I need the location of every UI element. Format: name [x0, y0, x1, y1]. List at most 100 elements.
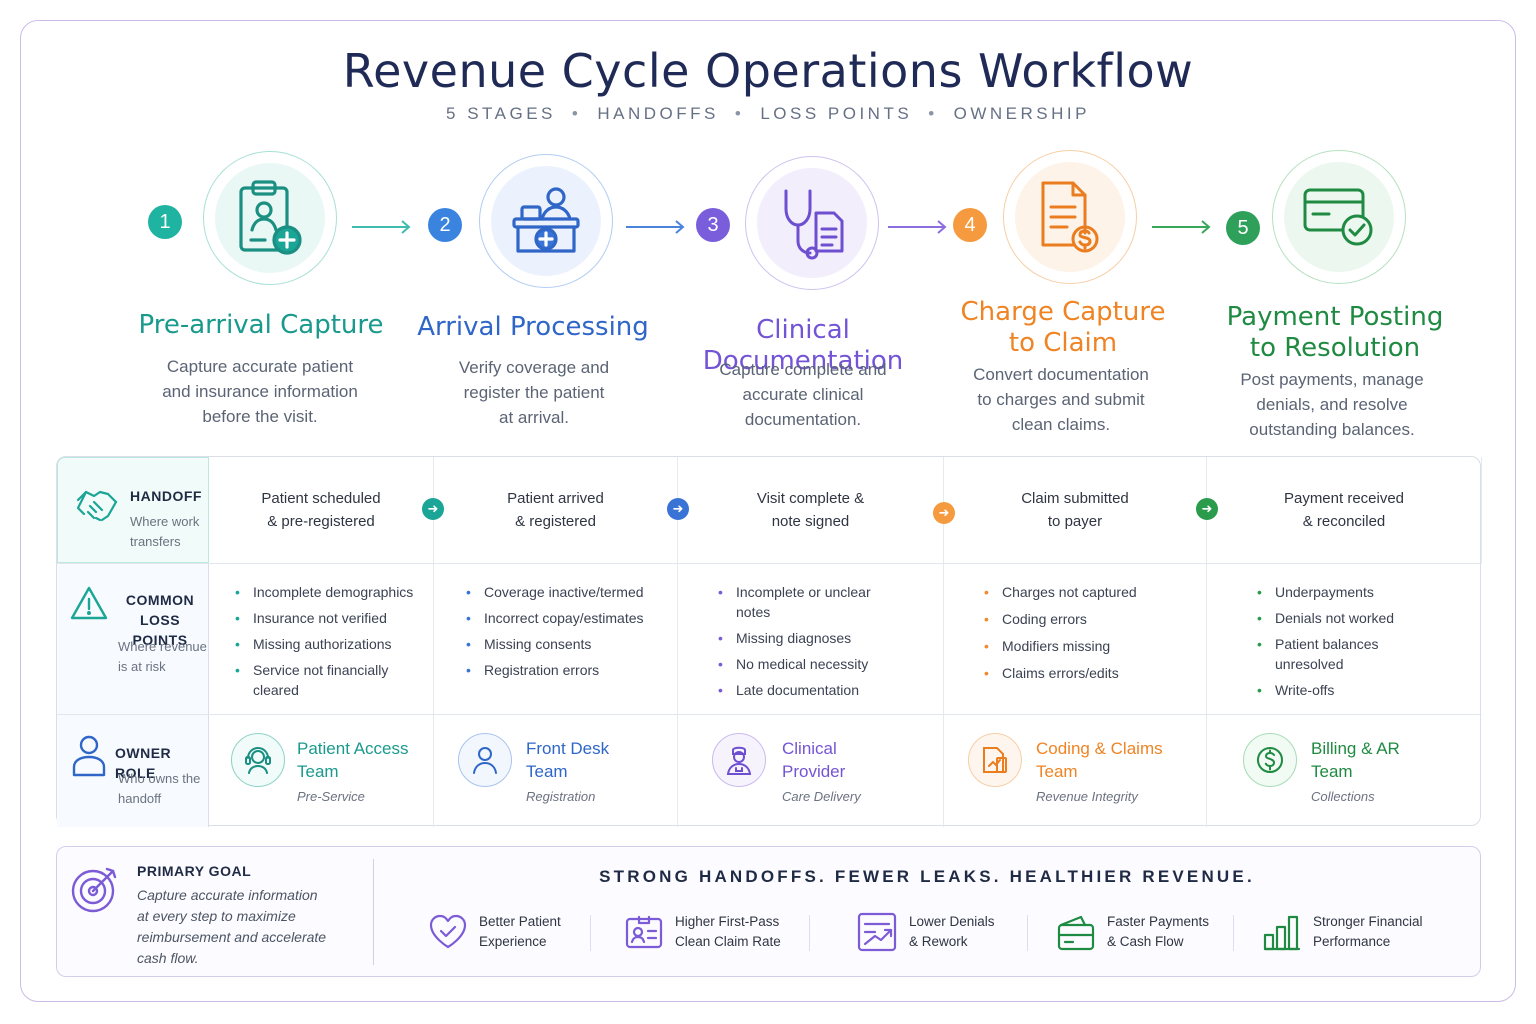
- loss-item: Denials not worked: [1257, 608, 1394, 628]
- primary-goal-title: PRIMARY GOAL: [137, 863, 252, 879]
- target-icon: [71, 867, 117, 913]
- heart-check-icon: [429, 914, 467, 949]
- handoff-cell: Patient scheduled& pre-registered: [209, 457, 434, 563]
- owner-subtitle: Care Delivery: [782, 789, 861, 804]
- loss-item: Modifiers missing: [984, 636, 1137, 657]
- primary-goal-panel: PRIMARY GOAL Capture accurate informatio…: [56, 846, 1481, 977]
- loss-item: Coding errors: [984, 609, 1137, 630]
- subtitle-item: LOSS POINTS: [760, 104, 913, 123]
- loss-points-cell: Coverage inactive/termed Incorrect copay…: [434, 564, 678, 714]
- stage-arrow-1: [352, 220, 411, 234]
- subtitle-item: 5 STAGES: [446, 104, 556, 123]
- handoff-arrow-icon: ➜: [667, 498, 689, 520]
- claim-document-icon: [968, 733, 1022, 787]
- loss-item: Charges not captured: [984, 582, 1137, 603]
- stage-2-title: Arrival Processing: [417, 312, 649, 342]
- stage-4-icon-circle: [1003, 150, 1137, 284]
- loss-item: Registration errors: [466, 660, 644, 680]
- divider: [809, 915, 810, 951]
- stage-3-title: Clinical Documentation: [702, 315, 904, 376]
- benefit-item: Lower Denials& Rework: [855, 907, 1019, 957]
- handoff-cell: Payment received& reconciled: [1207, 457, 1482, 563]
- stage-arrow-2: [626, 220, 685, 234]
- divider: [1027, 915, 1028, 951]
- owner-role-row-title: OWNER ROLE: [115, 745, 172, 781]
- stage-5-icon-circle: [1272, 150, 1406, 284]
- loss-item: Coverage inactive/termed: [466, 582, 644, 602]
- stage-arrow-3: [888, 220, 947, 234]
- loss-item: Underpayments: [1257, 582, 1394, 602]
- handoff-arrow-icon: ➜: [1196, 498, 1218, 520]
- stage-number-1: 1: [148, 205, 182, 239]
- headset-agent-icon: [231, 733, 285, 787]
- subtitle-item: HANDOFFS: [597, 104, 719, 123]
- handoff-arrow-icon: ➜: [933, 502, 955, 524]
- owner-subtitle: Collections: [1311, 789, 1375, 804]
- person-icon: [72, 735, 106, 777]
- subtitle-item: OWNERSHIP: [953, 104, 1090, 123]
- chart-board-icon: [857, 912, 897, 952]
- loss-item: Incomplete demographics: [235, 582, 413, 602]
- stage-number-2: 2: [428, 208, 462, 242]
- loss-item: Late documentation: [718, 680, 871, 700]
- front-desk-icon: [512, 187, 580, 253]
- owner-subtitle: Pre-Service: [297, 789, 365, 804]
- stage-2-icon-circle: [479, 154, 613, 288]
- loss-item: Insurance not verified: [235, 608, 413, 628]
- handoff-cell: Visit complete &note signed: [678, 457, 944, 563]
- doctor-icon: [712, 733, 766, 787]
- handoff-row-title: HANDOFF: [130, 488, 202, 504]
- benefit-text: Lower Denials& Rework: [909, 914, 995, 949]
- owner-subtitle: Registration: [526, 789, 596, 804]
- stage-number-4: 4: [953, 208, 987, 242]
- divider: [1233, 915, 1234, 951]
- stage-1-title: Pre-arrival Capture: [138, 310, 384, 340]
- handshake-icon: [76, 490, 118, 522]
- handoff-arrow-icon: ➜: [422, 498, 444, 520]
- clipboard-patient-icon: [239, 180, 302, 255]
- id-card-icon: [625, 915, 663, 949]
- stage-number-3: 3: [696, 208, 730, 242]
- card-check-icon: [1303, 188, 1373, 246]
- divider: [373, 859, 374, 965]
- page-title: Revenue Cycle Operations Workflow: [342, 44, 1194, 98]
- warning-icon: [70, 586, 108, 620]
- benefit-text: Faster Payments& Cash Flow: [1107, 914, 1210, 949]
- stage-arrow-4: [1152, 220, 1211, 234]
- owner-subtitle: Revenue Integrity: [1036, 789, 1138, 804]
- loss-item: Incorrect copay/estimates: [466, 608, 644, 628]
